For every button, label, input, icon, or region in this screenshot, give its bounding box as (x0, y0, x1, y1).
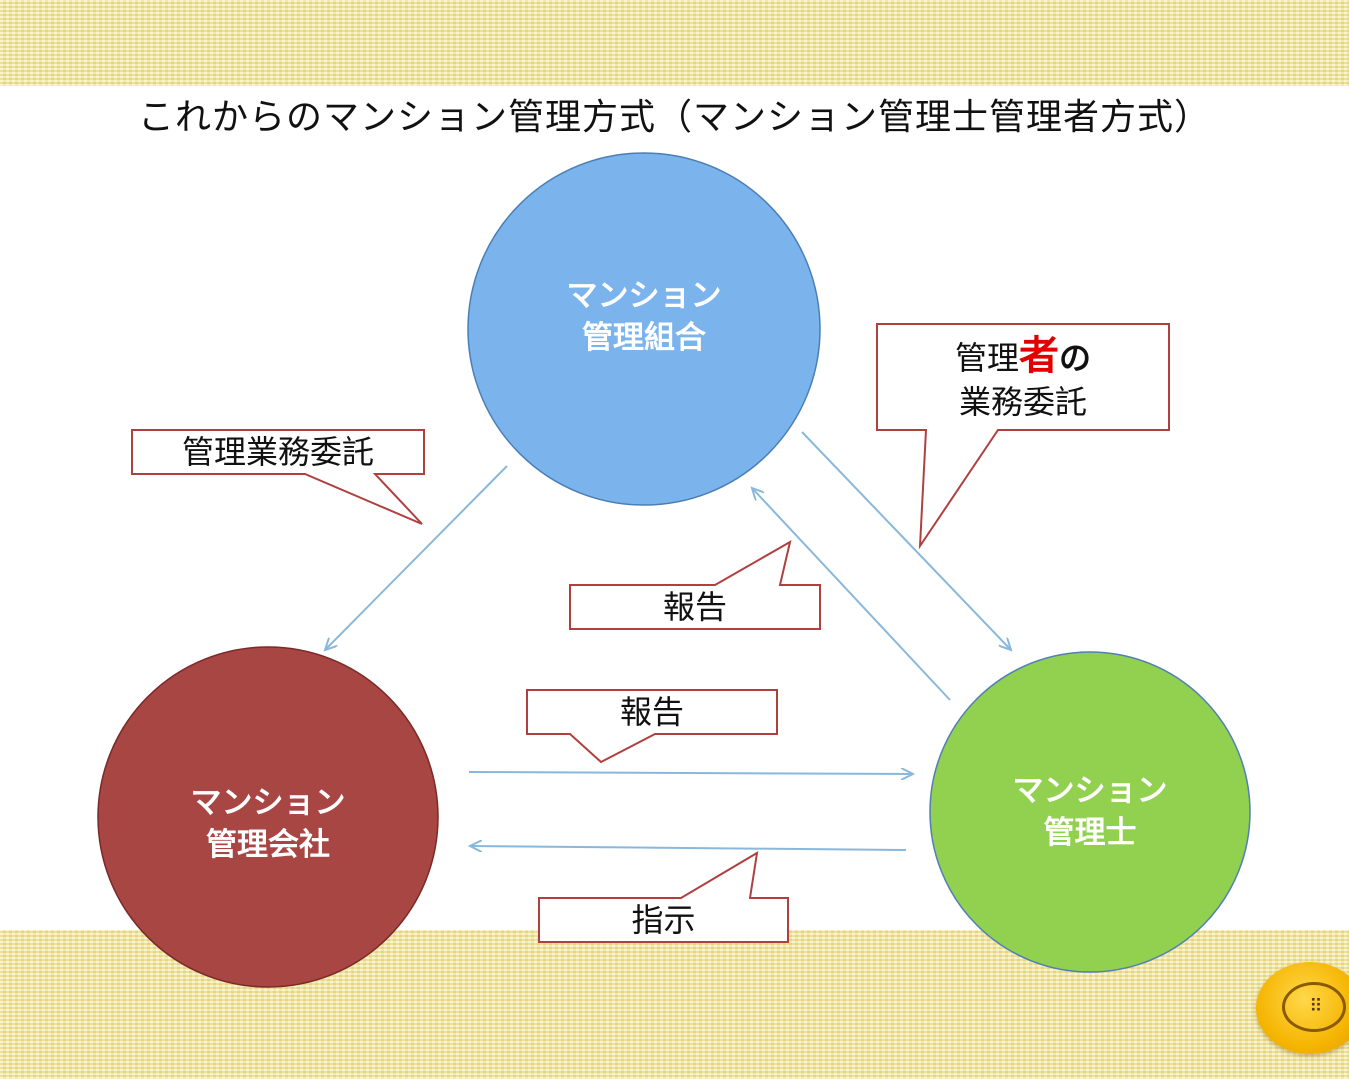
callout-instruction-shape (538, 851, 789, 943)
consultant-label-line1: マンション (1012, 773, 1168, 809)
consultant-label: マンション 管理士 (970, 770, 1210, 854)
callout-admin-part2: 者 (1019, 333, 1059, 379)
company-label-line2: 管理会社 (206, 827, 330, 863)
callout-admin-outsource-line2: 業務委託 (958, 383, 1087, 421)
callout-admin-outsource-line1: 管理者の (877, 334, 1169, 380)
union-label: マンション 管理組合 (524, 275, 764, 359)
company-circle (97, 646, 439, 988)
callout-report-union-shape (569, 539, 821, 630)
arrow-union-to-company (325, 465, 508, 650)
callout-report-union-text: 報告 (662, 588, 727, 626)
callout-instruction-text: 指示 (631, 901, 696, 939)
callout-report-consultant-shape (526, 689, 778, 764)
callout-admin-outsource-text: 管理者の 業務委託 (877, 334, 1169, 424)
top-decorative-band (0, 0, 1349, 86)
button-icon[interactable]: ⠿ (1256, 962, 1349, 1054)
company-label: マンション 管理会社 (148, 782, 388, 866)
consultant-circle (929, 651, 1251, 973)
arrow-consultant-to-company (470, 846, 907, 850)
page-title: これからのマンション管理方式（マンション管理士管理者方式） (137, 97, 1211, 138)
callout-admin-outsource-shape (876, 323, 1170, 550)
arrow-union-to-consultant (801, 431, 1011, 650)
callout-mgmt-outsource-text: 管理業務委託 (181, 433, 374, 471)
callout-mgmt-outsource-shape (131, 429, 425, 525)
union-label-line2: 管理組合 (582, 320, 706, 356)
button-icon-holes: ⠿ (1309, 996, 1323, 1017)
callout-admin-part3: の (1059, 339, 1092, 377)
consultant-label-line2: 管理士 (1043, 815, 1137, 851)
arrow-company-to-consultant (468, 772, 913, 774)
union-circle (467, 152, 821, 506)
union-label-line1: マンション (566, 278, 722, 314)
company-label-line1: マンション (190, 785, 346, 821)
arrow-consultant-to-union (752, 488, 951, 701)
callout-report-consultant-text: 報告 (619, 693, 684, 731)
callout-admin-part1: 管理 (954, 339, 1019, 377)
button-icon-ring: ⠿ (1282, 982, 1346, 1032)
